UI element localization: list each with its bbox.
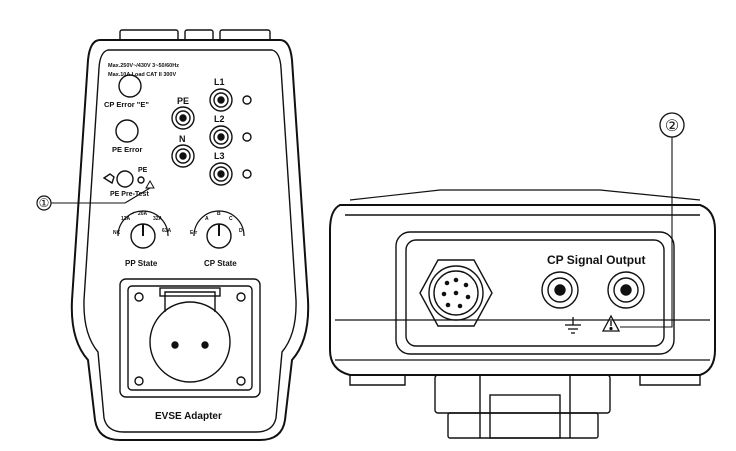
callout-1-leader bbox=[51, 187, 151, 204]
touch-hand-icon bbox=[102, 173, 115, 185]
side-bottom-connector bbox=[434, 374, 611, 439]
side-panel-inner bbox=[405, 239, 665, 347]
schuko-socket bbox=[119, 278, 261, 398]
cp-output-jack-signal bbox=[607, 271, 645, 309]
cp-error-indicator bbox=[118, 74, 142, 98]
warning-icon bbox=[601, 314, 621, 332]
pp-state-label: PP State bbox=[125, 259, 158, 268]
pp-tick-32a: 32A bbox=[153, 216, 163, 222]
hex-connector bbox=[419, 259, 493, 327]
side-body-lower-lines bbox=[335, 319, 710, 361]
cp-tick-a: A bbox=[205, 216, 209, 222]
callout-2-number: ② bbox=[665, 118, 679, 135]
pp-tick-13a: 13A bbox=[121, 216, 131, 222]
l1-socket-label: L1 bbox=[214, 77, 225, 87]
device-name: EVSE Adapter bbox=[155, 411, 222, 422]
side-top-ridge bbox=[349, 189, 701, 201]
l2-indicator bbox=[242, 132, 252, 142]
cp-tick-b: B bbox=[217, 211, 221, 217]
callout-1: ① bbox=[36, 187, 151, 211]
l2-socket-label: L2 bbox=[214, 114, 225, 124]
pe-error-indicator bbox=[115, 119, 139, 143]
pe-pretest-led bbox=[137, 176, 145, 184]
n-socket-label: N bbox=[179, 134, 186, 144]
cp-tick-err: Err bbox=[190, 230, 197, 236]
pp-tick-20a: 20A bbox=[138, 211, 148, 217]
pe-pretest-label: PE Pre-Test bbox=[110, 191, 149, 198]
pp-state-dial bbox=[117, 210, 169, 249]
pe-error-label: PE Error bbox=[112, 145, 143, 154]
cp-state-dial bbox=[193, 210, 245, 249]
spec-line-1: Max.250V~/430V 3~50/60Hz bbox=[108, 63, 179, 69]
callout-1-number: ① bbox=[39, 196, 50, 210]
cp-tick-d: D bbox=[239, 228, 243, 234]
callout-2-leader bbox=[620, 137, 673, 328]
cp-error-label: CP Error "E" bbox=[104, 100, 149, 109]
cp-signal-output-label: CP Signal Output bbox=[547, 253, 645, 267]
pe-socket-label: PE bbox=[177, 96, 189, 106]
pp-tick-63a: 63A bbox=[162, 228, 172, 234]
front-view: Max.250V~/430V 3~50/60Hz Max.10A Load CA… bbox=[70, 29, 310, 441]
pp-tick-nc: NC bbox=[113, 230, 121, 236]
l3-socket bbox=[209, 162, 233, 186]
l2-socket bbox=[209, 125, 233, 149]
pe-pretest-touch-pad bbox=[116, 170, 134, 188]
l1-indicator bbox=[242, 95, 252, 105]
side-foot-right bbox=[639, 375, 701, 386]
front-body-inner bbox=[83, 49, 297, 433]
l3-indicator bbox=[242, 169, 252, 179]
side-view: CP Signal Output bbox=[329, 189, 716, 439]
cp-output-jack-ground bbox=[541, 271, 579, 309]
callout-2: ② bbox=[620, 112, 685, 328]
side-body-outer bbox=[329, 204, 716, 376]
spec-line-2: Max.10A Load CAT II 300V bbox=[108, 72, 176, 78]
l1-socket bbox=[209, 88, 233, 112]
cp-state-label: CP State bbox=[204, 259, 237, 268]
pe-socket bbox=[171, 106, 195, 130]
l3-socket-label: L3 bbox=[214, 151, 225, 161]
pe-small-label: PE bbox=[138, 167, 148, 174]
n-socket bbox=[171, 144, 195, 168]
side-panel-outer bbox=[395, 231, 675, 355]
side-foot-left bbox=[349, 375, 406, 386]
cp-tick-c: C bbox=[229, 216, 233, 222]
ground-icon bbox=[565, 317, 581, 334]
